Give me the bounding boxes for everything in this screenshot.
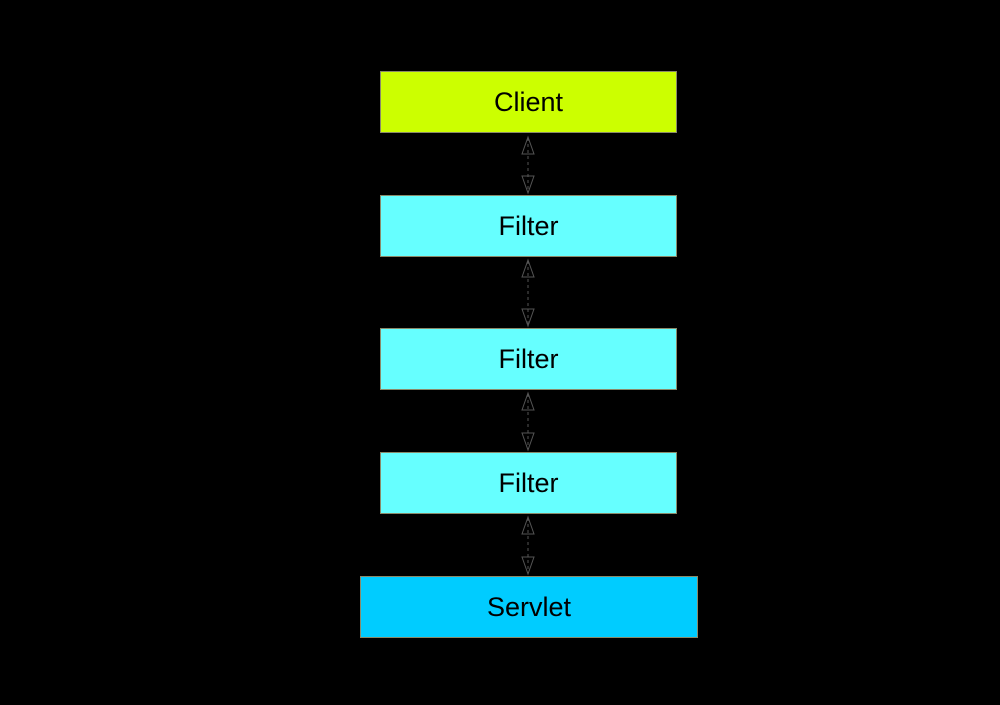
filter-box-2: Filter bbox=[380, 328, 677, 390]
client-box: Client bbox=[380, 71, 677, 133]
arrow-head-up-4 bbox=[521, 515, 535, 535]
arrow-head-down-4 bbox=[521, 556, 535, 576]
bidirectional-arrow-4 bbox=[521, 515, 535, 576]
arrow-head-down-3 bbox=[521, 432, 535, 452]
filter-label-1: Filter bbox=[498, 210, 559, 241]
bidirectional-arrow-2 bbox=[521, 258, 535, 328]
bidirectional-arrow-3 bbox=[521, 391, 535, 452]
servlet-box: Servlet bbox=[360, 576, 698, 638]
arrow-head-up-3 bbox=[521, 391, 535, 411]
filter-label-2: Filter bbox=[498, 343, 559, 374]
filter-box-3: Filter bbox=[380, 452, 677, 514]
arrow-head-up-2 bbox=[521, 258, 535, 278]
filter-box-1: Filter bbox=[380, 195, 677, 257]
arrow-head-down-2 bbox=[521, 308, 535, 328]
bidirectional-arrow-1 bbox=[521, 135, 535, 195]
servlet-label: Servlet bbox=[486, 591, 572, 622]
client-label: Client bbox=[493, 86, 564, 117]
filter-label-3: Filter bbox=[498, 467, 559, 498]
arrow-head-up-1 bbox=[521, 135, 535, 155]
arrow-head-down-1 bbox=[521, 175, 535, 195]
